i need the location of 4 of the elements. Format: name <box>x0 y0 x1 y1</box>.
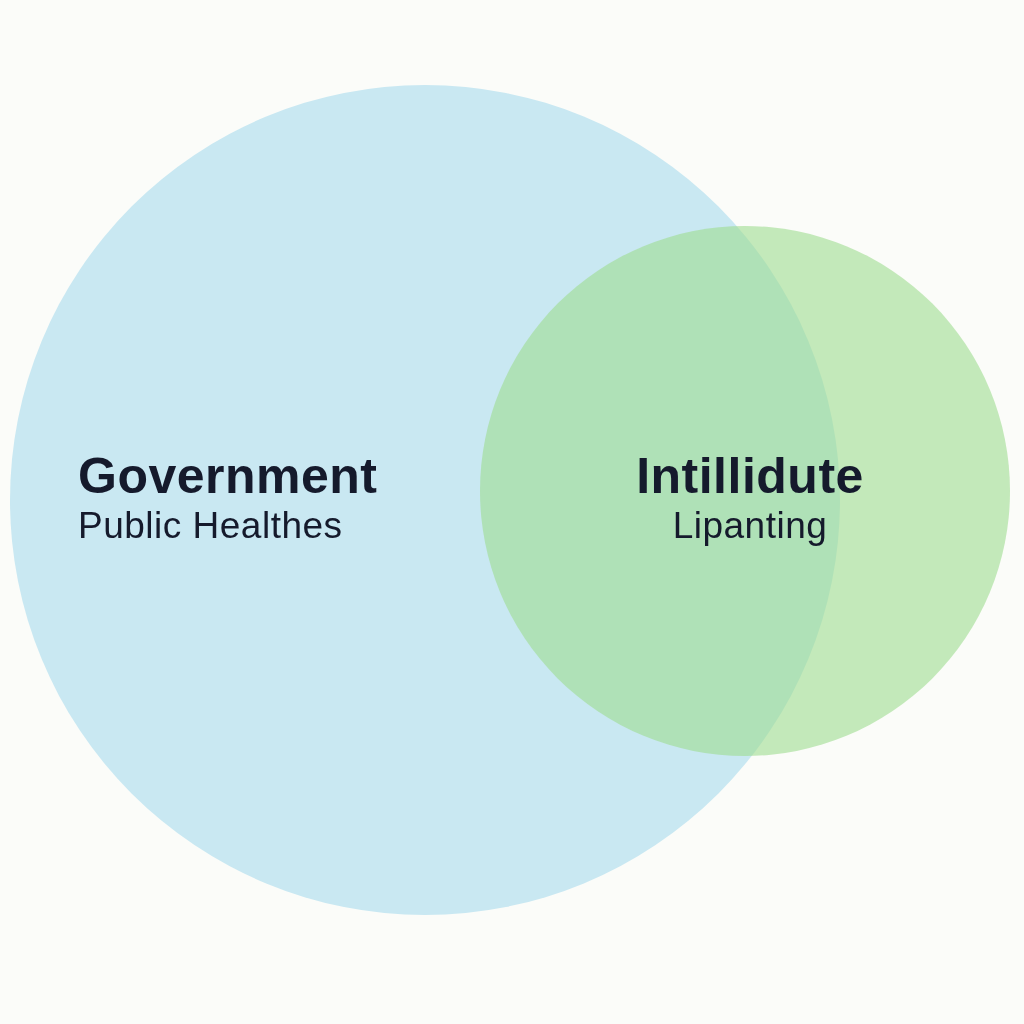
set-subtitle: Public Healthes <box>78 504 343 548</box>
set-subtitle: Lipanting <box>672 504 828 548</box>
set-title: Government <box>78 449 378 504</box>
set-title: Intillidute <box>636 449 864 504</box>
